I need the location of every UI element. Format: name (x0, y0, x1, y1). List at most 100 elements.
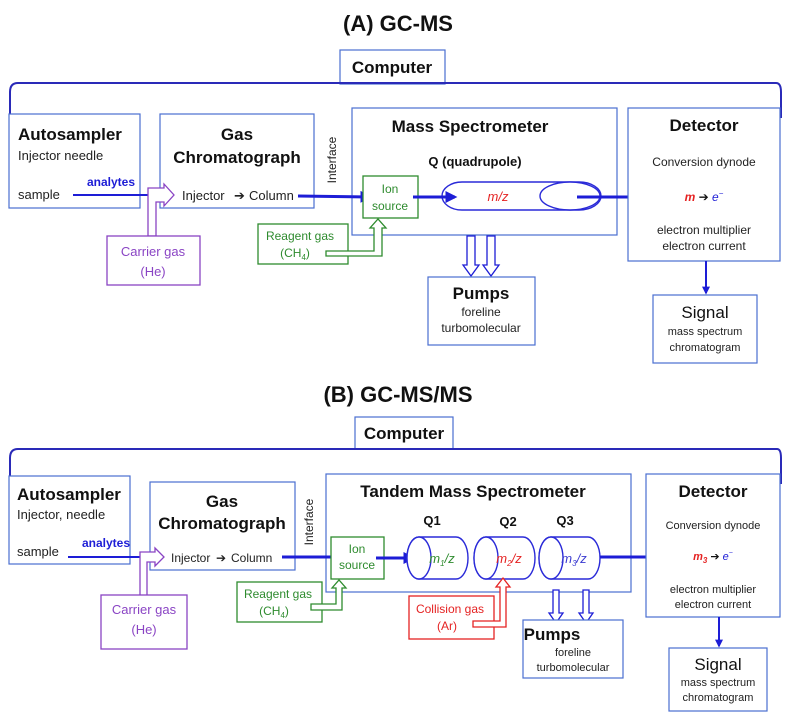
ion-source-line1: Ion (349, 542, 366, 556)
detector-box (627, 107, 781, 262)
pump-arrow-1 (547, 589, 565, 625)
panel-b-title: (B) GC-MS/MS (323, 382, 472, 407)
arrow-right-icon: ➔ (234, 188, 245, 203)
detector-line1: Conversion dynode (652, 155, 756, 169)
signal-line2: chromatogram (670, 342, 741, 354)
pump-arrow-1 (461, 235, 481, 278)
signal-title: Signal (694, 655, 741, 674)
signal-line1: mass spectrum (681, 677, 756, 689)
pumps-line1: foreline (461, 305, 501, 319)
carrier-gas-label: Carrier gas (112, 602, 177, 617)
ion-source-box (362, 175, 419, 219)
detector-line4: electron current (662, 239, 746, 253)
q3-label: Q3 (556, 513, 573, 528)
pump-arrow-2 (577, 589, 595, 625)
panel-a: (A) GC-MS Computer Autosampler Injector … (8, 11, 782, 364)
autosampler-title: Autosampler (18, 125, 122, 144)
signal-box (652, 294, 758, 364)
pumps-line1: foreline (555, 647, 591, 659)
panel-b: (B) GC-MS/MS Computer Autosampler Inject… (8, 382, 782, 712)
q1-label: Q1 (423, 513, 440, 528)
analytes-label: analytes (87, 175, 135, 189)
carrier-gas-formula: (He) (131, 622, 156, 637)
column-label: Column (249, 188, 294, 203)
q1-mz: m1/z (429, 551, 455, 568)
detector-conversion: m3 ➔ e− (693, 550, 733, 565)
computer-bracket (9, 82, 782, 118)
detector-line1: Conversion dynode (666, 520, 761, 532)
gc-box (149, 481, 296, 571)
reagent-gas-arrow (310, 579, 348, 611)
reagent-gas-formula: (CH4) (280, 246, 310, 262)
collision-gas-formula: (Ar) (437, 619, 457, 633)
q2-mz: m2/z (496, 551, 522, 568)
carrier-gas-box (106, 235, 201, 286)
q2-label: Q2 (499, 514, 516, 529)
arrow-right-icon: ➔ (216, 551, 226, 565)
interface-label: Interface (325, 136, 339, 183)
detector-box (645, 473, 781, 618)
detector-title: Detector (679, 482, 748, 501)
carrier-gas-arrow (139, 546, 165, 601)
injector-label: Injector (182, 188, 225, 203)
autosampler-title: Autosampler (17, 485, 121, 504)
pump-arrow-2 (481, 235, 501, 278)
detector-conversion: m ➔ e− (685, 189, 724, 204)
ion-source-line2: source (372, 199, 408, 213)
ion-source-line1: Ion (382, 182, 399, 196)
carrier-gas-formula: (He) (140, 264, 165, 279)
ms-title: Mass Spectrometer (392, 117, 549, 136)
autosampler-box (8, 113, 141, 209)
pumps-title: Pumps (524, 625, 581, 644)
panel-a-title: (A) GC-MS (343, 11, 453, 36)
collision-gas-arrow (472, 576, 512, 628)
computer-box (339, 49, 446, 85)
reagent-gas-label: Reagent gas (266, 229, 334, 243)
pumps-title: Pumps (453, 284, 510, 303)
q2-end-icon (473, 536, 499, 580)
reagent-gas-box (257, 223, 349, 265)
detector-line3: electron multiplier (670, 584, 757, 596)
collision-gas-label: Collision gas (416, 602, 484, 616)
signal-line2: chromatogram (683, 692, 754, 704)
gc-title-line1: Gas (221, 125, 253, 144)
reagent-gas-formula: (CH4) (259, 604, 289, 620)
column-label: Column (231, 551, 272, 565)
injector-label: Injector (171, 551, 210, 565)
computer-box (354, 416, 454, 450)
reagent-gas-label: Reagent gas (244, 587, 312, 601)
gc-title-line2: Chromatograph (173, 148, 301, 167)
computer-label: Computer (352, 58, 433, 77)
detector-line4: electron current (675, 599, 751, 611)
computer-label: Computer (364, 424, 445, 443)
ms-title: Tandem Mass Spectrometer (360, 482, 586, 501)
ion-source-box (330, 536, 385, 580)
mz-label: m/z (488, 189, 509, 204)
interface-label: Interface (302, 498, 316, 545)
sample-label: sample (17, 544, 59, 559)
carrier-gas-arrow (147, 182, 175, 237)
reagent-gas-box (236, 581, 323, 623)
reagent-gas-arrow (325, 218, 388, 257)
detector-title: Detector (670, 116, 739, 135)
gc-title-line1: Gas (206, 492, 238, 511)
pumps-line2: turbomolecular (537, 662, 610, 674)
collision-gas-box (408, 595, 495, 640)
gc-title-line2: Chromatograph (158, 514, 286, 533)
carrier-gas-box (100, 594, 188, 650)
analytes-label: analytes (82, 536, 130, 550)
autosampler-subtitle: Injector needle (18, 148, 103, 163)
quadrupole-label: Q (quadrupole) (428, 154, 521, 169)
pumps-box (522, 619, 624, 679)
pumps-box (427, 276, 536, 346)
q1-end-icon (406, 536, 432, 580)
autosampler-subtitle: Injector, needle (17, 507, 105, 522)
column-flow-arrow (297, 190, 373, 203)
q3-mz: m3/z (561, 551, 587, 568)
signal-box (668, 647, 768, 712)
detector-line3: electron multiplier (657, 223, 751, 237)
autosampler-box (8, 475, 131, 565)
sample-label: sample (18, 187, 60, 202)
signal-line1: mass spectrum (668, 326, 743, 338)
